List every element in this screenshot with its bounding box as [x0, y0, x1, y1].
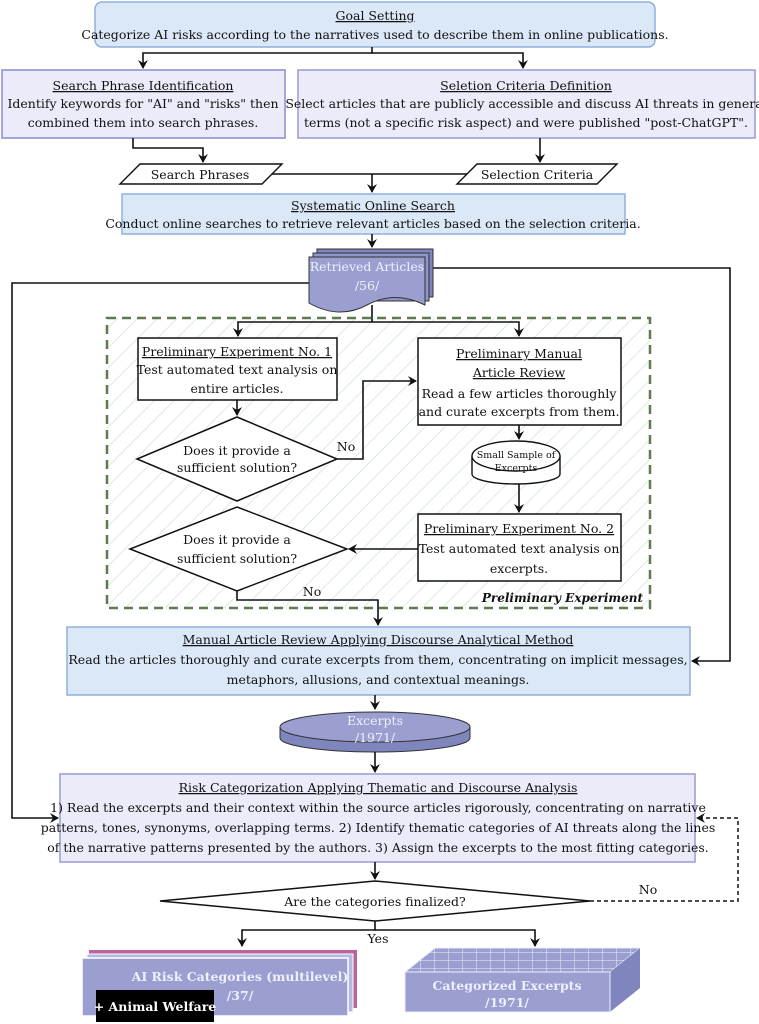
- dashed-arrow: [590, 813, 739, 902]
- manual-review-title: Manual Article Review Applying Discourse…: [183, 632, 574, 647]
- region-label: Preliminary Experiment: [481, 591, 644, 605]
- exp2-line: excerpts.: [490, 561, 548, 576]
- animal-welfare-badge: + Animal Welfare: [94, 990, 217, 1022]
- categories-count: /37/: [227, 988, 254, 1003]
- risk-categorization-box: Risk Categorization Applying Thematic an…: [41, 773, 716, 863]
- excerpts-count: /1971/: [355, 730, 396, 745]
- search-phrase-line: Identify keywords for "AI" and "risks" t…: [7, 96, 278, 111]
- goal-text: Categorize AI risks according to the nar…: [81, 27, 668, 42]
- arrow: [132, 138, 208, 163]
- retrieved-label: Retrieved Articles: [310, 259, 424, 274]
- selection-criteria-io: Selection Criteria: [455, 163, 619, 185]
- sample-line: Small Sample of: [477, 450, 557, 461]
- retrieved-articles-document: Retrieved Articles /56/: [308, 248, 434, 313]
- arrow: [372, 52, 528, 69]
- preliminary-experiment-1-box: Preliminary Experiment No. 1 Test automa…: [137, 337, 338, 401]
- risk-cat-line: 1) Read the excerpts and their context w…: [50, 800, 706, 815]
- online-search-text: Conduct online searches to retrieve rele…: [105, 216, 640, 231]
- online-search-box: Systematic Online Search Conduct online …: [105, 193, 641, 235]
- search-phrases-label: Search Phrases: [151, 167, 250, 182]
- final-decision-text: Are the categories finalized?: [283, 894, 466, 909]
- preliminary-manual-review-box: Preliminary Manual Article Review Read a…: [417, 337, 622, 426]
- yes-label: Yes: [367, 931, 389, 946]
- online-search-title: Systematic Online Search: [291, 198, 455, 213]
- manual-title: Preliminary Manual: [456, 346, 582, 361]
- final-decision-diamond: Are the categories finalized?: [159, 880, 591, 922]
- exp2-line: Test automated text analysis on: [419, 541, 620, 556]
- search-phrase-line: combined them into search phrases.: [28, 115, 259, 130]
- categorized-count: /1971/: [485, 995, 529, 1010]
- selection-criteria-box: Seletion Criteria Definition Select arti…: [285, 69, 759, 139]
- arrow: [337, 376, 417, 460]
- arrow: [237, 921, 376, 947]
- categorized-label: Categorized Excerpts: [432, 978, 581, 993]
- selection-criteria-label: Selection Criteria: [481, 167, 594, 182]
- search-phrase-box: Search Phrase Identification Identify ke…: [1, 69, 286, 139]
- selection-line: terms (not a specific risk aspect) and w…: [304, 115, 748, 130]
- excerpts-label: Excerpts: [347, 713, 403, 728]
- excerpts-disk: Excerpts /1971/: [279, 711, 471, 753]
- arrow: [236, 591, 383, 626]
- decision-1-diamond: Does it provide a sufficient solution?: [135, 416, 339, 502]
- decision1-line: Does it provide a: [183, 443, 291, 458]
- risk-cat-title: Risk Categorization Applying Thematic an…: [179, 780, 578, 795]
- decision1-line: sufficient solution?: [177, 460, 297, 475]
- arrow: [11, 282, 310, 823]
- exp1-line: entire articles.: [190, 381, 283, 396]
- animal-welfare-text: + Animal Welfare: [94, 999, 217, 1014]
- arrow: [372, 321, 524, 337]
- manual-line: and curate excerpts from them.: [419, 404, 620, 419]
- no-label: No: [639, 882, 657, 897]
- decision2-line: sufficient solution?: [177, 551, 297, 566]
- retrieved-count: /56/: [355, 278, 380, 293]
- goal-title: Goal Setting: [336, 8, 415, 23]
- exp1-title: Preliminary Experiment No. 1: [142, 344, 332, 359]
- goal-setting-box: Goal Setting Categorize AI risks accordi…: [81, 1, 669, 48]
- manual-review-line: Read the articles thoroughly and curate …: [68, 652, 687, 667]
- manual-review-box: Manual Article Review Applying Discourse…: [66, 626, 691, 696]
- search-phrases-io: Search Phrases: [118, 163, 284, 185]
- risk-cat-line: of the narrative patterns presented by t…: [47, 840, 708, 855]
- no-label: No: [303, 584, 321, 599]
- selection-line: Select articles that are publicly access…: [285, 96, 759, 111]
- categorized-excerpts-block: Categorized Excerpts /1971/: [403, 947, 642, 1013]
- categories-label: AI Risk Categories (multilevel): [131, 969, 349, 984]
- manual-line: Read a few articles thoroughly: [422, 386, 618, 401]
- arrow: [233, 305, 373, 337]
- arrow: [138, 47, 373, 69]
- small-sample-cylinder: Small Sample of Excerpts: [471, 440, 561, 485]
- selection-title: Seletion Criteria Definition: [440, 78, 612, 93]
- exp2-title: Preliminary Experiment No. 2: [424, 521, 614, 536]
- arrow: [375, 929, 540, 947]
- manual-review-line: metaphors, allusions, and contextual mea…: [227, 672, 530, 687]
- preliminary-experiment-2-box: Preliminary Experiment No. 2 Test automa…: [417, 513, 622, 582]
- arrow: [430, 267, 731, 666]
- decision2-line: Does it provide a: [183, 532, 291, 547]
- exp1-line: Test automated text analysis on: [137, 362, 338, 377]
- search-phrase-title: Search Phrase Identification: [53, 78, 234, 93]
- no-label: No: [337, 439, 355, 454]
- manual-title: Article Review: [472, 365, 566, 380]
- sample-line: Excerpts: [495, 463, 538, 474]
- risk-cat-line: patterns, tones, synonyms, overlapping t…: [41, 820, 716, 835]
